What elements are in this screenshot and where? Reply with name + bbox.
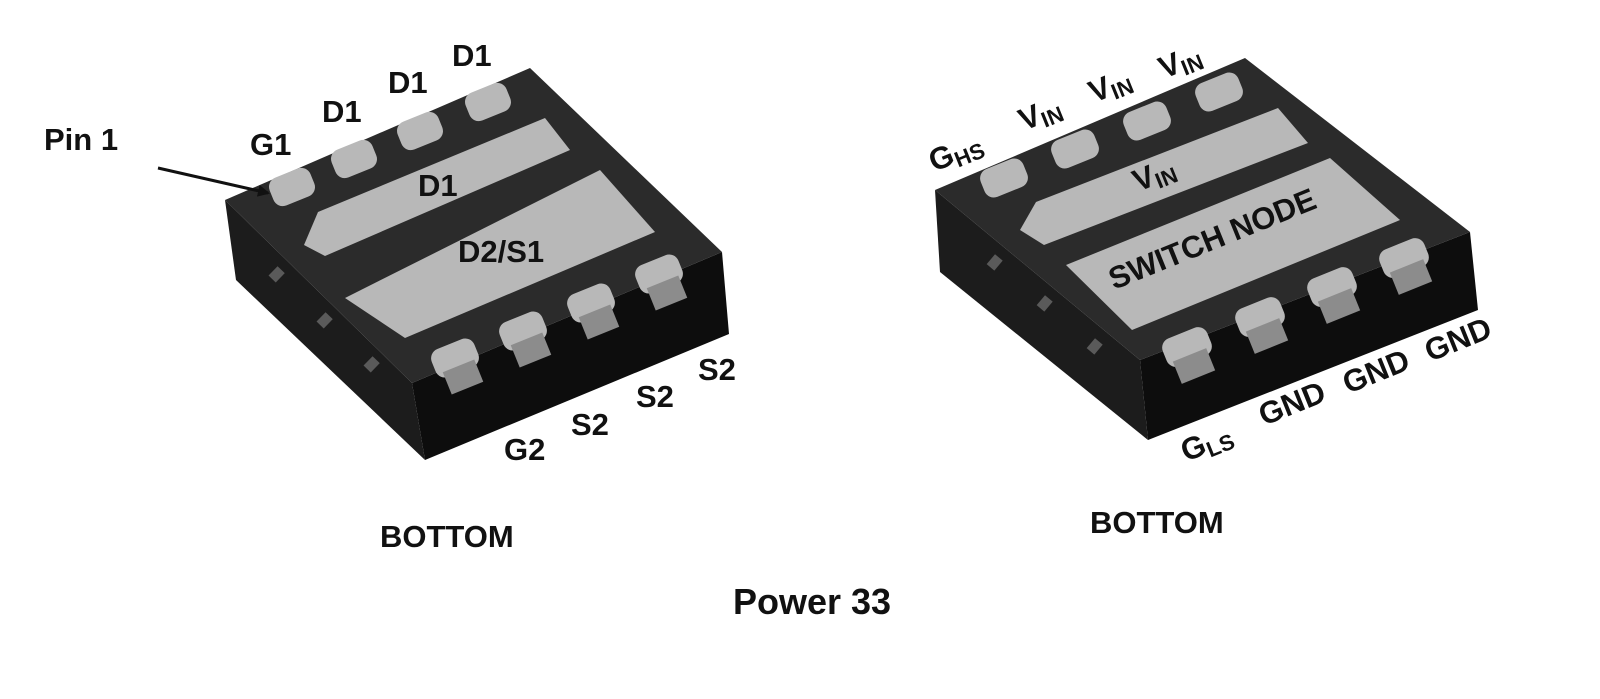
pin-pad [1123,101,1171,141]
pin-pad [431,338,484,395]
pin-label-top-2: D1 [322,94,362,129]
pin-pad [331,139,377,179]
package-left: Pin 1 G1 D1 D1 D1 D1 D2/S1 G2 [44,38,736,554]
diagram-title: Power 33 [733,581,891,622]
package-left-side-face [225,200,425,460]
pin-pad [1162,327,1216,384]
pin-pad [1235,297,1289,354]
package-right-side-face [935,190,1148,440]
side-notch [1086,338,1103,355]
pin-label-top-2: VIN [1014,89,1068,140]
pin-label-bottom-2: S2 [571,407,609,442]
pin-pad [635,254,688,311]
pin-pad [1195,72,1243,112]
lower-exposed-pad [345,170,655,338]
pin-label-top-1: G1 [250,127,291,162]
pin-pad [1379,238,1433,295]
side-notch [268,266,285,283]
view-label-left: BOTTOM [380,519,514,554]
side-notch [986,254,1003,271]
pin-pad [1307,267,1361,324]
pin-pad [499,311,552,368]
pin1-arrow [157,166,270,197]
pin-label-top-4: D1 [452,38,492,73]
pin1-label: Pin 1 [44,122,118,157]
pin-pad [1051,129,1099,169]
pin-label-top-3: VIN [1084,61,1138,112]
side-notch [316,312,333,329]
package-left-front-face [412,252,729,460]
pin-pad [980,158,1028,198]
view-label-right: BOTTOM [1090,505,1224,540]
pin-pad [465,82,511,122]
pin-label-bottom-1: G2 [504,432,545,467]
pin-pad [397,111,443,151]
pin-label-bottom-3: S2 [636,379,674,414]
lower-exposed-pad [1066,158,1400,330]
package-right-top-face [935,58,1470,360]
side-notch [1036,295,1053,312]
pin-label-bottom-4: S2 [698,352,736,387]
upper-exposed-pad [1020,108,1308,245]
side-notch [363,356,380,373]
package-right-front-face [1140,232,1478,440]
upper-exposed-pad [304,118,570,256]
pad-label-upper: D1 [418,168,458,203]
pin-label-top-3: D1 [388,65,428,100]
pin-pad [567,283,620,340]
pin-pad [269,167,315,207]
package-right: GHS VIN VIN VIN VIN SWITCH NODE GLS [924,45,1497,540]
pad-label-lower: D2/S1 [458,234,544,269]
